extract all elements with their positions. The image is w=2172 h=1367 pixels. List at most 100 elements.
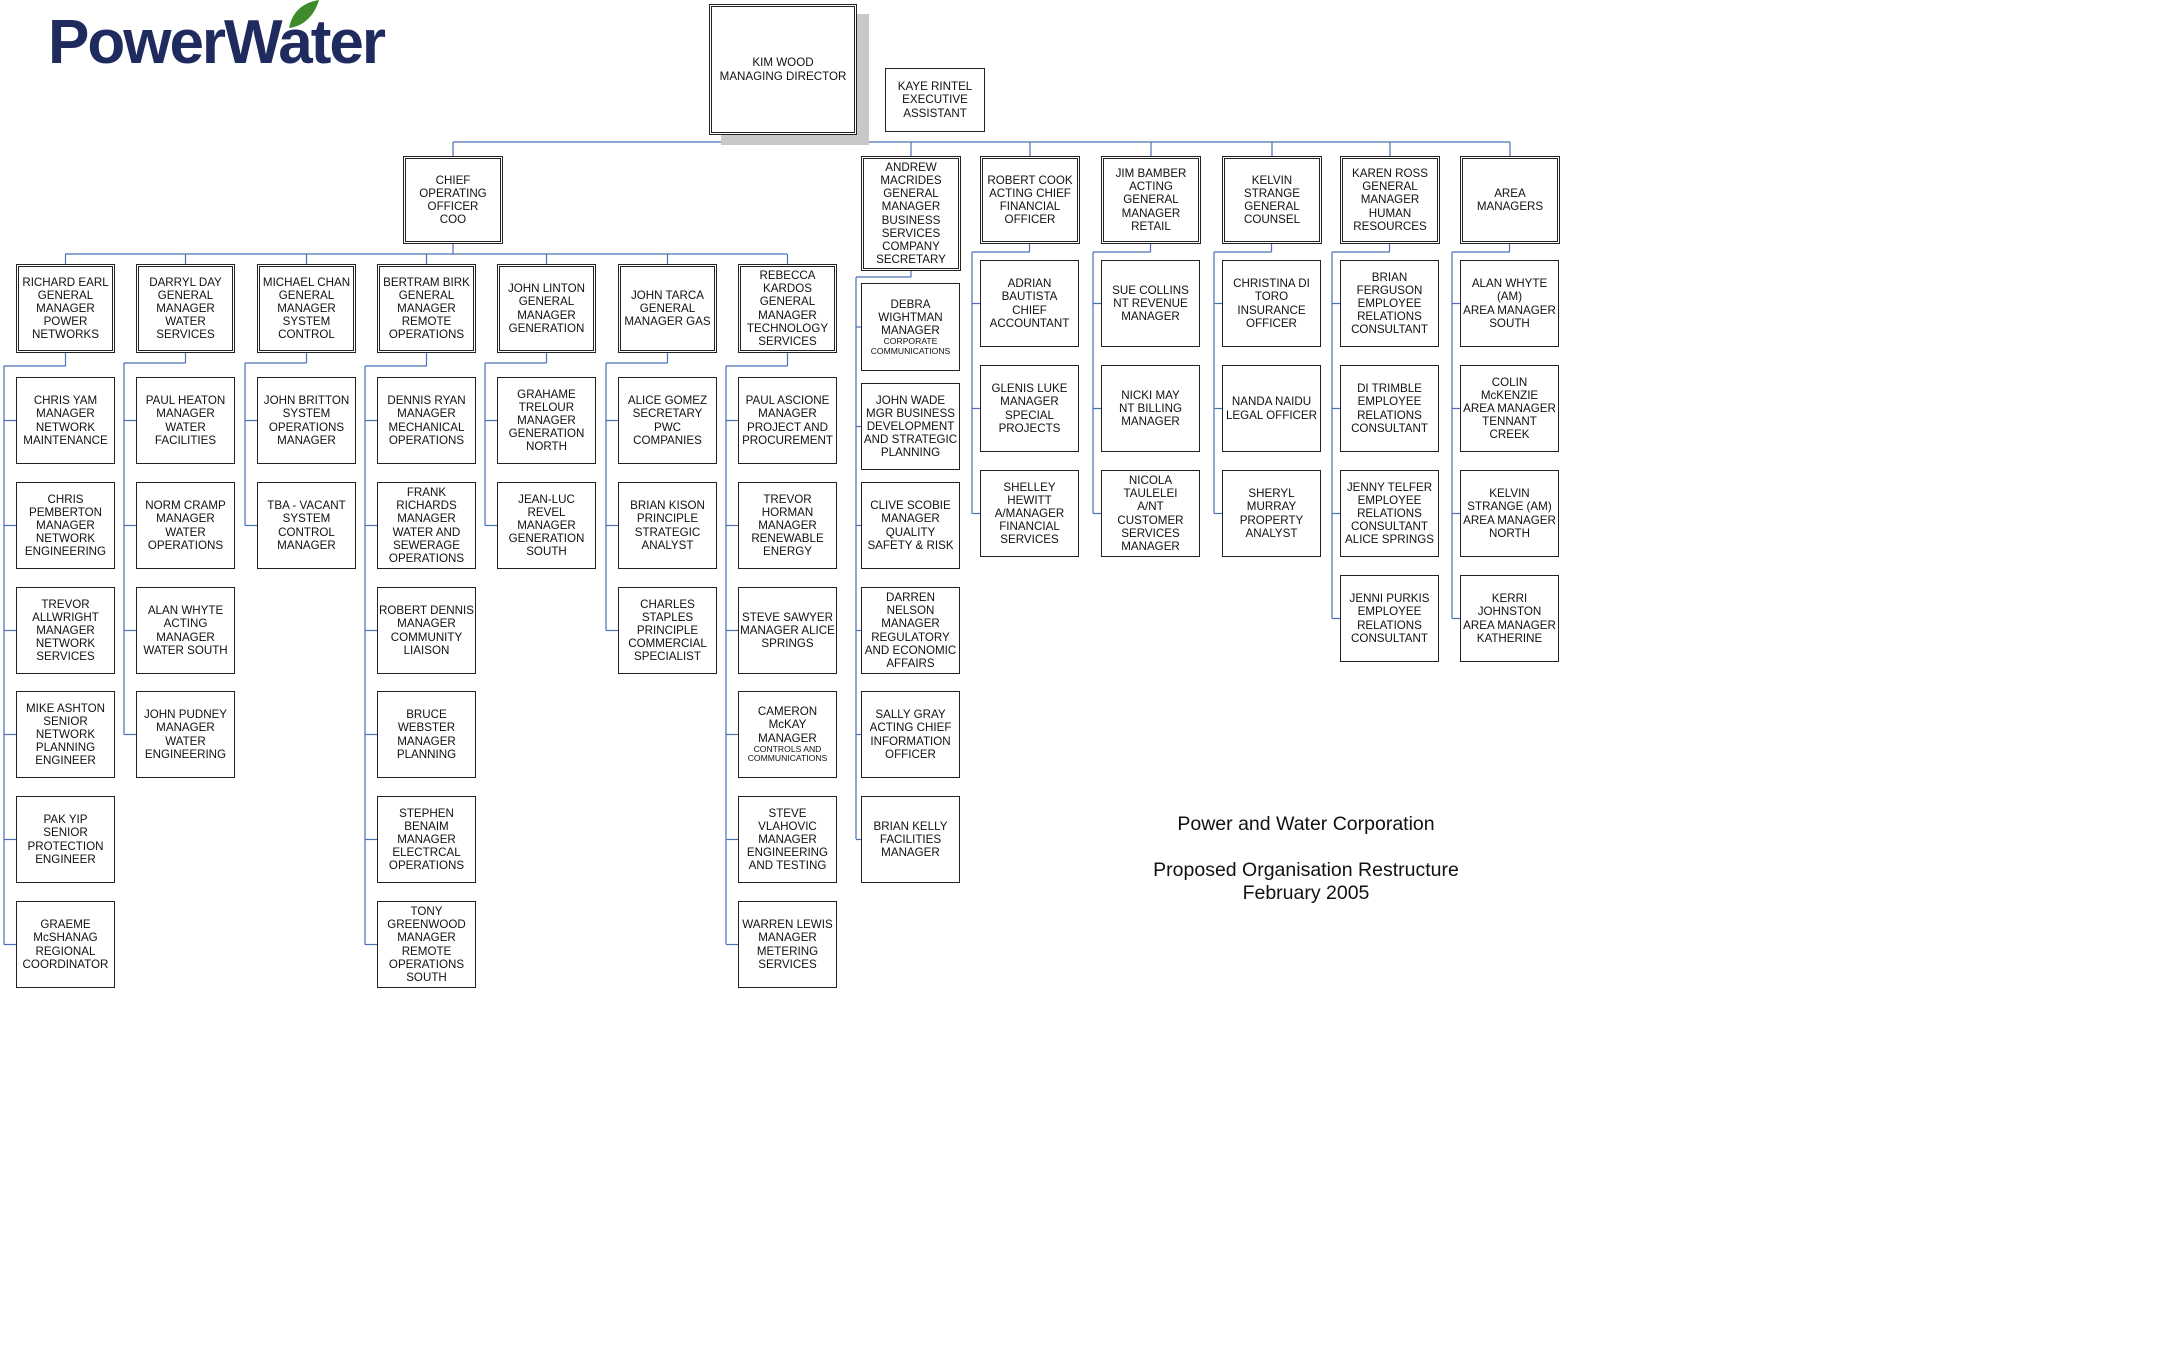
node-karen-ross: KAREN ROSS GENERAL MANAGER HUMAN RESOURC… [1340, 156, 1440, 244]
node-power-networks-2: CHRIS PEMBERTON MANAGER NETWORK ENGINEER… [16, 482, 115, 569]
node-counsel-1-label: CHRISTINA DI TORO INSURANCE OFFICER [1233, 277, 1310, 330]
node-area-2: COLIN McKENZIE AREA MANAGER TENNANT CREE… [1460, 365, 1559, 452]
node-business-services-6-label: BRIAN KELLY FACILITIES MANAGER [873, 819, 948, 860]
node-human-resources-2-label: DI TRIMBLE EMPLOYEE RELATIONS CONSULTANT [1351, 382, 1428, 435]
node-executive-assistant: KAYE RINTEL EXECUTIVE ASSISTANT [885, 68, 985, 132]
node-area-2-label: COLIN McKENZIE AREA MANAGER TENNANT CREE… [1463, 375, 1556, 442]
node-finance-3: SHELLEY HEWITT A/MANAGER FINANCIAL SERVI… [980, 470, 1079, 557]
node-michael-chan-label: MICHAEL CHAN GENERAL MANAGER SYSTEM CONT… [262, 275, 351, 342]
node-area-3: KELVIN STRANGE (AM) AREA MANAGER NORTH [1460, 470, 1559, 557]
node-finance-3-label: SHELLEY HEWITT A/MANAGER FINANCIAL SERVI… [994, 480, 1065, 547]
node-generation-2: JEAN-LUC REVEL MANAGER GENERATION SOUTH [497, 482, 596, 569]
node-counsel-2: NANDA NAIDU LEGAL OFFICER [1222, 365, 1321, 452]
node-power-networks-5: PAK YIP SENIOR PROTECTION ENGINEER [16, 796, 115, 883]
node-gas-1: ALICE GOMEZ SECRETARY PWC COMPANIES [618, 377, 717, 464]
node-remote-operations-3: ROBERT DENNIS MANAGER COMMUNITY LIAISON [377, 587, 476, 674]
node-power-networks-4: MIKE ASHTON SENIOR NETWORK PLANNING ENGI… [16, 691, 115, 778]
node-human-resources-1-label: BRIAN FERGUSON EMPLOYEE RELATIONS CONSUL… [1351, 270, 1428, 337]
node-counsel-2-label: NANDA NAIDU LEGAL OFFICER [1225, 395, 1318, 422]
logo-text: PowerWater [48, 8, 386, 77]
node-kelvin-strange-counsel: KELVIN STRANGE GENERAL COUNSEL [1222, 156, 1322, 244]
node-area-1: ALAN WHYTE (AM) AREA MANAGER SOUTH [1460, 260, 1559, 347]
node-power-networks-3-label: TREVOR ALLWRIGHT MANAGER NETWORK SERVICE… [32, 597, 99, 664]
node-generation-2-label: JEAN-LUC REVEL MANAGER GENERATION SOUTH [508, 492, 585, 559]
node-water-services-1-label: PAUL HEATON MANAGER WATER FACILITIES [145, 394, 226, 447]
node-jim-bamber: JIM BAMBER ACTING GENERAL MANAGER RETAIL [1101, 156, 1201, 244]
node-robert-cook: ROBERT COOK ACTING CHIEF FINANCIAL OFFIC… [980, 156, 1080, 244]
node-technology-services-2-label: TREVOR HORMAN MANAGER RENEWABLE ENERGY [751, 492, 824, 559]
node-gas-2-label: BRIAN KISON PRINCIPLE STRATEGIC ANALYST [630, 499, 705, 552]
node-andrew-macrides-label: ANDREW MACRIDES GENERAL MANAGER BUSINESS… [876, 161, 946, 266]
node-technology-services-6-label: WARREN LEWIS MANAGER METERING SERVICES [742, 918, 833, 971]
node-water-services-4: JOHN PUDNEY MANAGER WATER ENGINEERING [136, 691, 235, 778]
node-john-tarca-label: JOHN TARCA GENERAL MANAGER GAS [624, 288, 711, 329]
node-human-resources-3: JENNY TELFER EMPLOYEE RELATIONS CONSULTA… [1340, 470, 1439, 557]
node-power-networks-6: GRAEME McSHANAG REGIONAL COORDINATOR [16, 901, 115, 988]
node-water-services-2: NORM CRAMP MANAGER WATER OPERATIONS [136, 482, 235, 569]
node-water-services-3: ALAN WHYTE ACTING MANAGER WATER SOUTH [136, 587, 235, 674]
node-counsel-1: CHRISTINA DI TORO INSURANCE OFFICER [1222, 260, 1321, 347]
node-power-networks-4-label: MIKE ASHTON SENIOR NETWORK PLANNING ENGI… [25, 701, 106, 768]
node-managing-director-label: KIM WOOD MANAGING DIRECTOR [719, 56, 847, 83]
node-business-services-1-sublabel: CORPORATE COMMUNICATIONS [870, 336, 951, 356]
node-karen-ross-label: KAREN ROSS GENERAL MANAGER HUMAN RESOURC… [1351, 167, 1429, 233]
node-area-4: KERRI JOHNSTON AREA MANAGER KATHERINE [1460, 575, 1559, 662]
node-business-services-3: CLIVE SCOBIE MANAGER QUALITY SAFETY & RI… [861, 482, 960, 569]
node-technology-services-1-label: PAUL ASCIONE MANAGER PROJECT AND PROCURE… [742, 394, 833, 447]
node-water-services-1: PAUL HEATON MANAGER WATER FACILITIES [136, 377, 235, 464]
node-water-services-3-label: ALAN WHYTE ACTING MANAGER WATER SOUTH [143, 604, 228, 657]
node-finance-1-label: ADRIAN BAUTISTA CHIEF ACCOUNTANT [989, 277, 1070, 330]
node-business-services-5-label: SALLY GRAY ACTING CHIEF INFORMATION OFFI… [869, 708, 952, 761]
leaf-icon [289, 0, 319, 28]
node-remote-operations-3-label: ROBERT DENNIS MANAGER COMMUNITY LIAISON [379, 604, 474, 657]
node-system-control-1: JOHN BRITTON SYSTEM OPERATIONS MANAGER [257, 377, 356, 464]
node-technology-services-6: WARREN LEWIS MANAGER METERING SERVICES [738, 901, 837, 988]
caption-company: Power and Water Corporation [1177, 813, 1435, 835]
node-remote-operations-6-label: TONY GREENWOOD MANAGER REMOTE OPERATIONS… [387, 905, 466, 984]
node-remote-operations-5: STEPHEN BENAIM MANAGER ELECTRCAL OPERATI… [377, 796, 476, 883]
node-area-3-label: KELVIN STRANGE (AM) AREA MANAGER NORTH [1463, 487, 1556, 540]
node-gas-1-label: ALICE GOMEZ SECRETARY PWC COMPANIES [627, 394, 708, 447]
node-finance-2-label: GLENIS LUKE MANAGER SPECIAL PROJECTS [991, 382, 1068, 435]
node-counsel-3-label: SHERYL MURRAY PROPERTY ANALYST [1239, 487, 1304, 540]
node-gas-2: BRIAN KISON PRINCIPLE STRATEGIC ANALYST [618, 482, 717, 569]
node-kelvin-strange-counsel-label: KELVIN STRANGE GENERAL COUNSEL [1243, 173, 1301, 227]
node-generation-1-label: GRAHAME TRELOUR MANAGER GENERATION NORTH [508, 387, 585, 454]
node-area-4-label: KERRI JOHNSTON AREA MANAGER KATHERINE [1463, 592, 1556, 645]
node-system-control-2-label: TBA - VACANT SYSTEM CONTROL MANAGER [267, 499, 346, 552]
node-retail-1: SUE COLLINS NT REVENUE MANAGER [1101, 260, 1200, 347]
node-remote-operations-1: DENNIS RYAN MANAGER MECHANICAL OPERATION… [377, 377, 476, 464]
node-business-services-2: JOHN WADE MGR BUSINESS DEVELOPMENT AND S… [861, 383, 960, 470]
node-remote-operations-4: BRUCE WEBSTER MANAGER PLANNING [377, 691, 476, 778]
node-gas-3-label: CHARLES STAPLES PRINCIPLE COMMERCIAL SPE… [628, 597, 707, 664]
node-john-linton-label: JOHN LINTON GENERAL MANAGER GENERATION [507, 282, 586, 335]
node-andrew-macrides: ANDREW MACRIDES GENERAL MANAGER BUSINESS… [861, 156, 961, 271]
node-business-services-6: BRIAN KELLY FACILITIES MANAGER [861, 796, 960, 883]
node-remote-operations-1-label: DENNIS RYAN MANAGER MECHANICAL OPERATION… [387, 394, 466, 447]
node-human-resources-3-label: JENNY TELFER EMPLOYEE RELATIONS CONSULTA… [1345, 480, 1434, 547]
node-retail-3-label: NICOLA TAULELEI A/NT CUSTOMER SERVICES M… [1117, 474, 1184, 553]
node-power-networks-1-label: CHRIS YAM MANAGER NETWORK MAINTENANCE [23, 394, 108, 447]
node-remote-operations-4-label: BRUCE WEBSTER MANAGER PLANNING [396, 708, 457, 761]
node-darryl-day: DARRYL DAY GENERAL MANAGER WATER SERVICE… [136, 264, 235, 353]
caption-title: Proposed Organisation Restructure [1153, 859, 1459, 881]
node-technology-services-4-sublabel: CONTROLS AND COMMUNICATIONS [747, 743, 828, 764]
node-area-managers: AREA MANAGERS [1460, 156, 1560, 244]
node-remote-operations-2: FRANK RICHARDS MANAGER WATER AND SEWERAG… [377, 482, 476, 569]
node-business-services-2-label: JOHN WADE MGR BUSINESS DEVELOPMENT AND S… [863, 393, 958, 460]
node-power-networks-3: TREVOR ALLWRIGHT MANAGER NETWORK SERVICE… [16, 587, 115, 674]
node-business-services-3-label: CLIVE SCOBIE MANAGER QUALITY SAFETY & RI… [867, 499, 954, 552]
node-retail-1-label: SUE COLLINS NT REVENUE MANAGER [1112, 283, 1189, 324]
node-robert-cook-label: ROBERT COOK ACTING CHIEF FINANCIAL OFFIC… [987, 173, 1073, 227]
node-system-control-2: TBA - VACANT SYSTEM CONTROL MANAGER [257, 482, 356, 569]
node-technology-services-1: PAUL ASCIONE MANAGER PROJECT AND PROCURE… [738, 377, 837, 464]
node-technology-services-3: STEVE SAWYER MANAGER ALICE SPRINGS [738, 587, 837, 674]
node-business-services-5: SALLY GRAY ACTING CHIEF INFORMATION OFFI… [861, 691, 960, 778]
node-richard-earl: RICHARD EARL GENERAL MANAGER POWER NETWO… [16, 264, 115, 353]
node-water-services-4-label: JOHN PUDNEY MANAGER WATER ENGINEERING [143, 708, 228, 761]
node-technology-services-2: TREVOR HORMAN MANAGER RENEWABLE ENERGY [738, 482, 837, 569]
node-technology-services-5-label: STEVE VLAHOVIC MANAGER ENGINEERING AND T… [746, 806, 829, 873]
